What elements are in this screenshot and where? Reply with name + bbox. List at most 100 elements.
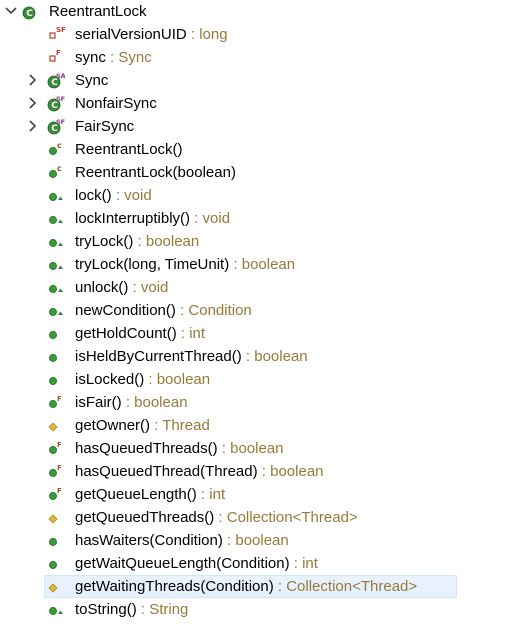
tree-item-label: Sync — [75, 71, 108, 90]
member-name: ReentrantLock(boolean) — [75, 164, 236, 181]
member-name: hasQueuedThreads() — [75, 440, 218, 457]
tree-root-label: ReentrantLock — [49, 3, 147, 20]
tree-item-label: ReentrantLock() — [75, 140, 183, 159]
tree-item-label: unlock() : void — [75, 278, 168, 297]
svg-text:F: F — [57, 441, 62, 449]
tree-row-root[interactable]: C ReentrantLock — [0, 0, 518, 23]
tree-row[interactable]: lock() : void — [0, 184, 518, 207]
member-name: sync — [75, 49, 106, 66]
member-name: getQueuedThreads() — [75, 509, 215, 526]
tree-row[interactable]: unlock() : void — [0, 276, 518, 299]
chevron-right-icon[interactable] — [26, 96, 40, 110]
public-override-method-icon — [49, 239, 63, 247]
member-type: : Collection<Thread> — [214, 509, 358, 526]
svg-text:SF: SF — [56, 95, 65, 103]
member-type: : void — [128, 279, 169, 296]
public-method-icon — [49, 354, 57, 362]
svg-text:C: C — [51, 124, 58, 134]
tree-item-label: hasQueuedThread(Thread) : boolean — [75, 462, 324, 481]
member-type: : boolean — [222, 532, 289, 549]
tree-row[interactable]: toString() : String — [0, 598, 518, 621]
protected-method-icon — [48, 514, 58, 524]
member-name: serialVersionUID — [75, 26, 187, 43]
protected-method-icon — [48, 583, 58, 593]
member-type: : boolean — [257, 463, 324, 480]
tree-row[interactable]: getOwner() : Thread — [0, 414, 518, 437]
tree-row[interactable]: c ReentrantLock(boolean) — [0, 161, 518, 184]
chevron-right-icon[interactable] — [26, 119, 40, 133]
tree-row[interactable]: getQueuedThreads() : Collection<Thread> — [0, 506, 518, 529]
tree-item-label: sync : Sync — [75, 48, 152, 67]
member-name: hasWaiters(Condition) — [75, 532, 223, 549]
tree-item-label: isLocked() : boolean — [75, 370, 210, 389]
member-type: : String — [136, 601, 189, 618]
member-name: hasQueuedThread(Thread) — [75, 463, 258, 480]
public-final-method-icon: F — [49, 487, 62, 500]
tree-row[interactable]: getWaitQueueLength(Condition) : int — [0, 552, 518, 575]
tree-row[interactable]: lockInterruptibly() : void — [0, 207, 518, 230]
tree-row[interactable]: hasWaiters(Condition) : boolean — [0, 529, 518, 552]
tree-item-label: hasWaiters(Condition) : boolean — [75, 531, 289, 550]
tree-row[interactable]: isHeldByCurrentThread() : boolean — [0, 345, 518, 368]
member-name: isLocked() — [75, 371, 145, 388]
svg-text:C: C — [51, 78, 58, 88]
member-name: isHeldByCurrentThread() — [75, 348, 242, 365]
tree-row[interactable]: getWaitingThreads(Condition) : Collectio… — [0, 575, 518, 598]
member-type: : int — [176, 325, 206, 342]
member-name: FairSync — [75, 118, 135, 135]
member-name: getOwner() — [75, 417, 151, 434]
member-type: : Collection<Thread> — [273, 578, 418, 595]
member-name: unlock() — [75, 279, 129, 296]
tree-row[interactable]: newCondition() : Condition — [0, 299, 518, 322]
tree-row[interactable]: getHoldCount() : int — [0, 322, 518, 345]
member-type: : boolean — [241, 348, 308, 365]
member-type: : boolean — [229, 256, 296, 273]
tree-row[interactable]: SF serialVersionUID : long — [0, 23, 518, 46]
member-type: : boolean — [121, 394, 188, 411]
tree-item-label: getOwner() : Thread — [75, 416, 210, 435]
svg-text:F: F — [57, 395, 62, 403]
chevron-right-icon[interactable] — [26, 73, 40, 87]
chevron-down-icon[interactable] — [4, 4, 18, 18]
member-type: : boolean — [217, 440, 284, 457]
svg-text:SF: SF — [56, 26, 65, 34]
tree-item-label: getQueueLength() : int — [75, 485, 225, 504]
svg-text:F: F — [56, 49, 61, 57]
tree-row[interactable]: tryLock() : boolean — [0, 230, 518, 253]
public-override-method-icon — [49, 285, 63, 293]
member-type: : long — [186, 26, 228, 43]
protected-method-icon — [48, 422, 58, 432]
tree-item-label: getQueuedThreads() : Collection<Thread> — [75, 508, 358, 527]
tree-item-label: getWaitQueueLength(Condition) : int — [75, 554, 318, 573]
member-name: getWaitingThreads(Condition) — [75, 578, 274, 595]
svg-text:C: C — [26, 9, 33, 19]
tree-item-label: NonfairSync — [75, 94, 157, 113]
tree-row[interactable]: tryLock(long, TimeUnit) : boolean — [0, 253, 518, 276]
member-name: ReentrantLock() — [75, 141, 183, 158]
public-constructor-icon: c — [49, 164, 62, 178]
svg-text:c: c — [57, 141, 62, 150]
static-abstract-inner-class-icon: CSA — [47, 72, 65, 89]
class-icon: C — [22, 6, 36, 20]
tree-row[interactable]: isLocked() : boolean — [0, 368, 518, 391]
member-name: Sync — [75, 72, 109, 89]
public-final-method-icon: F — [49, 464, 62, 477]
static-final-inner-class-icon: CSF — [47, 95, 65, 112]
svg-text:C: C — [51, 101, 58, 111]
public-final-method-icon: F — [49, 441, 62, 454]
tree-row[interactable]: c ReentrantLock() — [0, 138, 518, 161]
member-name: isFair() — [75, 394, 122, 411]
member-type: : Sync — [105, 49, 152, 66]
tree-item-label: ReentrantLock(boolean) — [75, 163, 236, 182]
private-final-field-icon: F — [49, 49, 61, 62]
member-type: : Thread — [150, 417, 210, 434]
public-final-method-icon: F — [49, 395, 62, 408]
